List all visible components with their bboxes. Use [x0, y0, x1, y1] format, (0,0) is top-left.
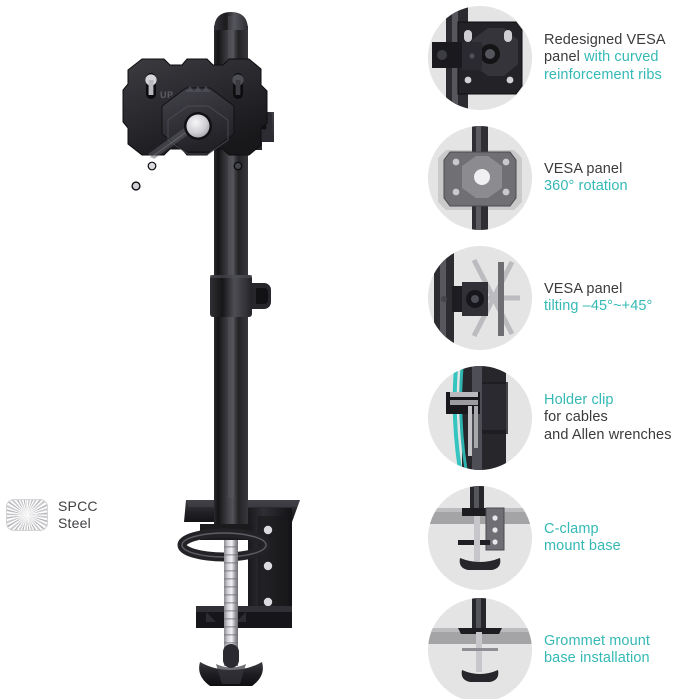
feature-item-grommet: Grommet mount base installation — [420, 594, 680, 699]
feature-text-tilt: VESA panel tilting –45°~+45° — [544, 280, 653, 315]
feature-text-vesa-panel: Redesigned VESA panel with curved reinfo… — [544, 31, 666, 83]
cable-holder-clip-group — [210, 275, 271, 317]
material-label: SPCC Steel — [58, 498, 98, 532]
c-clamp-base-icon — [428, 486, 532, 590]
feature-text-grommet: Grommet mount base installation — [544, 632, 651, 667]
vesa-rotation-icon — [428, 126, 532, 230]
feature-item-vesa-panel: Redesigned VESA panel with curved reinfo… — [420, 2, 680, 114]
grommet-base-icon — [428, 598, 532, 699]
material-badge: SPCC Steel — [6, 498, 98, 532]
feature-text-rotation: VESA panel 360° rotation — [544, 160, 628, 195]
cable-holder-clip-icon — [428, 366, 532, 470]
product-image-stage: UP — [122, 12, 300, 686]
feature-list: Redesigned VESA panel with curved reinfo… — [420, 0, 680, 699]
feature-text-c-clamp: C-clamp mount base — [544, 520, 621, 555]
vesa-tilt-icon — [428, 246, 532, 350]
brushed-metal-swatch-icon — [6, 499, 48, 531]
feature-item-c-clamp: C-clamp mount base — [420, 482, 680, 594]
feature-item-holder-clip: Holder clip for cables and Allen wrenche… — [420, 362, 680, 474]
vesa-panel-closeup-icon — [428, 6, 532, 110]
c-clamp-base-group — [177, 498, 300, 686]
monitor-mount-illustration: UP — [122, 12, 300, 686]
vesa-up-marking: UP — [160, 90, 174, 100]
vesa-plate-group: UP — [122, 58, 274, 191]
material-label-line2: Steel — [58, 515, 91, 531]
feature-item-tilt: VESA panel tilting –45°~+45° — [420, 242, 680, 354]
feature-item-rotation: VESA panel 360° rotation — [420, 122, 680, 234]
material-label-line1: SPCC — [58, 498, 98, 514]
feature-text-holder-clip: Holder clip for cables and Allen wrenche… — [544, 391, 672, 443]
